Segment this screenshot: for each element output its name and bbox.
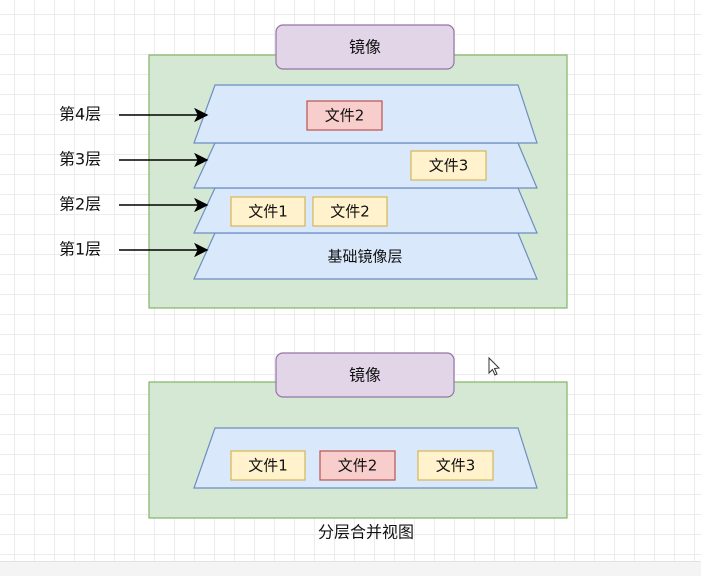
bottom-image-title-box[interactable]	[275, 352, 455, 398]
layer-2-file-2-box[interactable]	[312, 196, 388, 227]
top-image-title: 镜像	[349, 38, 381, 57]
layer-2-file-1-box[interactable]	[230, 196, 306, 227]
merged-file-2-box[interactable]	[319, 450, 396, 481]
mouse-cursor-icon	[488, 356, 501, 376]
base-layer-label: 基础镜像层	[327, 248, 402, 266]
layer-3-file-3-box[interactable]	[410, 150, 487, 181]
layer-3-file-3-label: 文件3	[429, 157, 469, 175]
top-image-group: 基础镜像层 文件2 文件3 文件1 文件2 镜像 第4层 第3层 第2层 第1层	[59, 24, 568, 309]
merged-file-3-box[interactable]	[417, 450, 494, 481]
layer-3-label: 第3层	[59, 150, 101, 169]
top-image-title-box[interactable]	[275, 24, 455, 70]
bottom-image-title: 镜像	[349, 366, 381, 385]
layer-4-label: 第4层	[59, 105, 101, 124]
layer-1-label: 第1层	[59, 240, 101, 259]
layer-2-label: 第2层	[59, 195, 101, 214]
merged-file-1-label: 文件1	[248, 457, 288, 475]
layer-2-file-1-label: 文件1	[248, 203, 288, 221]
layer-4-file-2-box[interactable]	[306, 100, 383, 131]
merged-file-3-label: 文件3	[436, 457, 476, 475]
bottom-image-group: 文件1 文件2 文件3 镜像 分层合并视图	[148, 352, 568, 542]
layer-2-file-2-label: 文件2	[330, 203, 370, 221]
merged-view-caption: 分层合并视图	[318, 523, 414, 542]
merged-file-1-box[interactable]	[230, 450, 306, 481]
layer-4-file-2-label: 文件2	[325, 107, 365, 125]
bottom-scroll-strip	[0, 561, 701, 576]
merged-file-2-label: 文件2	[338, 457, 378, 475]
